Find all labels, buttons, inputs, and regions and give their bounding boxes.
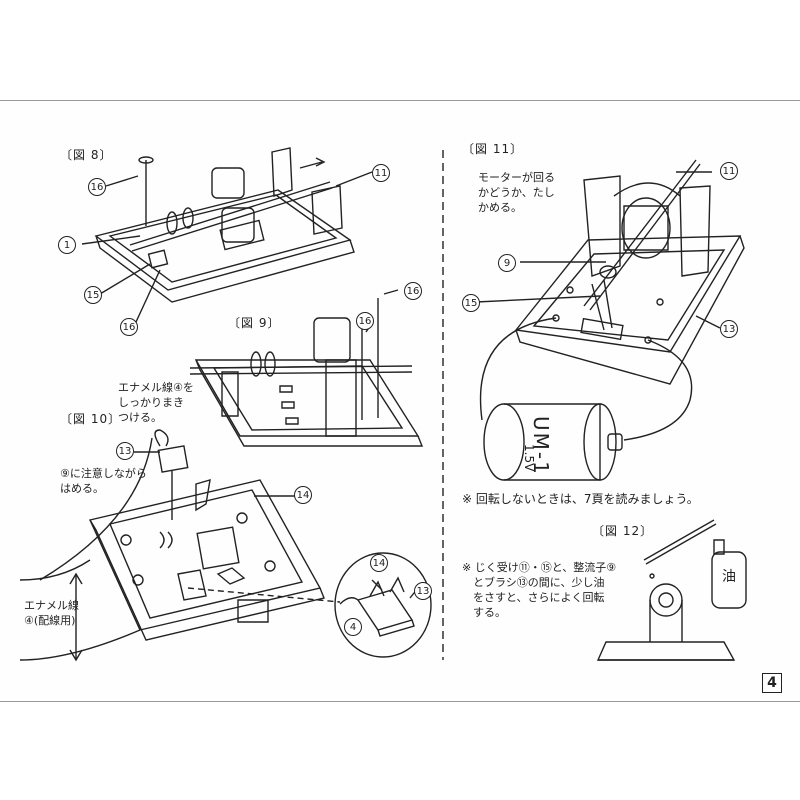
part-16-marker: 16 [88,178,106,196]
part-4-marker: 4 [344,618,362,636]
part-14-marker: 14 [370,554,388,572]
part-13-marker: 13 [414,582,432,600]
figure-8-label: 〔図 8〕 [60,148,113,162]
figure-9-label: 〔図 9〕 [228,316,281,330]
fig10-drawing [20,430,431,660]
oil-tip-note: ※ じく受け⑪・⑮と、整流子⑨ とブラシ⑬の間に、少し油 をさすと、さらによく回… [462,561,617,619]
figure-11-label: 〔図 11〕 [462,142,524,156]
part-9-marker: 9 [498,254,516,272]
enamel-wrap-note: エナメル線④を しっかりまき つける。 [118,381,194,424]
part-16-marker: 16 [404,282,422,300]
fig11-drawing [476,160,744,480]
check-rotation-note: モーターが回る かどうか、たし かめる。 [478,171,555,214]
part-11-marker: 11 [720,162,738,180]
fig12-drawing [598,520,746,660]
part-11-marker: 11 [372,164,390,182]
part-13-marker: 13 [720,320,738,338]
part-15-marker: 15 [84,286,102,304]
figure-10-label: 〔図 10〕 [60,412,122,426]
fig9-drawing [190,290,422,446]
part-14-marker: 14 [294,486,312,504]
page-number: 4 [762,673,782,693]
part-13-marker: 13 [116,442,134,460]
figure-12-label: 〔図 12〕 [592,524,654,538]
attention-note: ⑨に注意しながら はめる。 [60,467,147,495]
part-16-marker: 16 [120,318,138,336]
fig8-drawing [82,148,372,322]
part-1-marker: 1 [58,236,76,254]
battery-voltage: 1.5V [522,444,536,472]
not-rotating-note: ※ 回転しないときは、7頁を読みましょう。 [462,492,699,506]
enamel-wiring-note: エナメル線 ④(配線用) [24,599,79,627]
oil-label: 油 [722,569,736,585]
part-16-marker: 16 [356,312,374,330]
part-15-marker: 15 [462,294,480,312]
